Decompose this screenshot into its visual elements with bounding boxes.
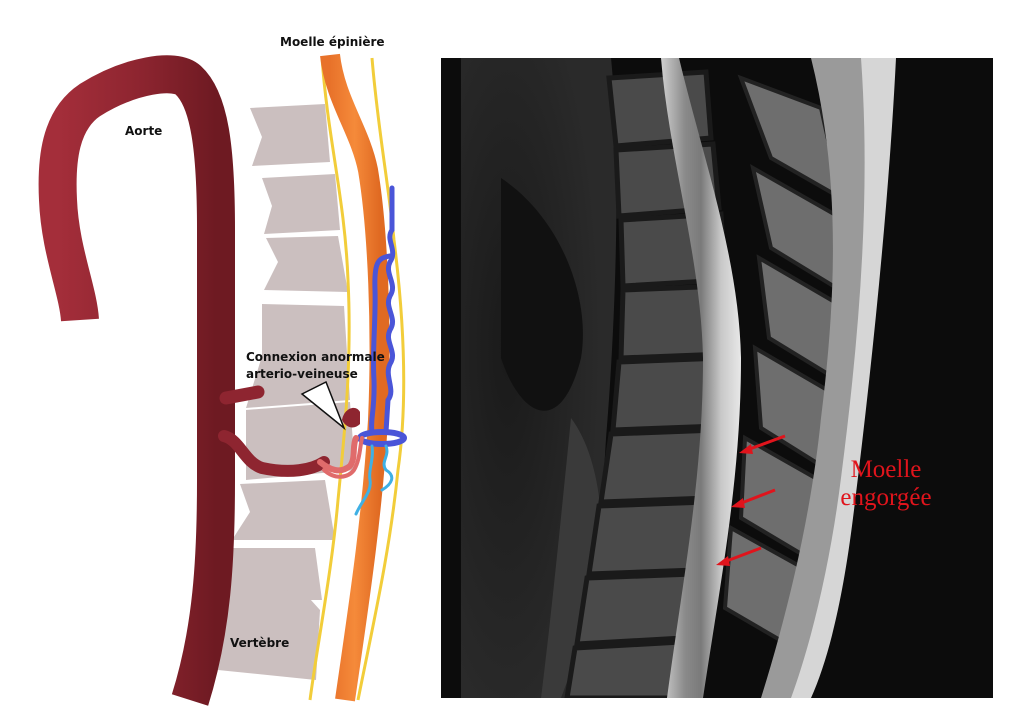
- annotation-label: Moelle engorgée: [821, 456, 951, 512]
- annotation-line-1: Moelle: [850, 456, 922, 483]
- nidus: [342, 407, 360, 428]
- vertebrae-column: [218, 104, 355, 680]
- vertebra-4: [246, 304, 350, 408]
- arterial-branches: [218, 385, 364, 479]
- spinal-cord: [320, 53, 390, 702]
- vertebra-1: [250, 104, 330, 166]
- label-av-connection-1: Connexion anormale: [246, 350, 385, 364]
- label-spinal-cord: Moelle épinière: [280, 35, 385, 49]
- pointer-triangle: [300, 380, 346, 431]
- schematic-panel: Moelle épinière Aorte Connexion anormale…: [0, 0, 440, 726]
- label-av-connection-2: arterio-veineuse: [246, 367, 358, 381]
- mri-image: [441, 58, 993, 698]
- light-veins: [354, 444, 394, 516]
- dura-lines: [308, 57, 406, 701]
- vertebra-7: [226, 548, 322, 600]
- aorta: [38, 55, 235, 706]
- vertebra-6: [232, 480, 335, 540]
- label-aorta: Aorte: [125, 124, 163, 138]
- mri-panel: Moelle engorgée: [441, 58, 993, 698]
- dilated-veins: [369, 185, 396, 435]
- label-vertebra: Vertèbre: [230, 636, 290, 650]
- vertebra-2: [262, 174, 340, 234]
- vertebra-3: [264, 236, 348, 292]
- annotation-line-2: engorgée: [840, 484, 932, 511]
- schematic-drawing: [38, 53, 407, 706]
- annotation-arrows: [716, 434, 786, 566]
- vertebra-8: [218, 588, 320, 680]
